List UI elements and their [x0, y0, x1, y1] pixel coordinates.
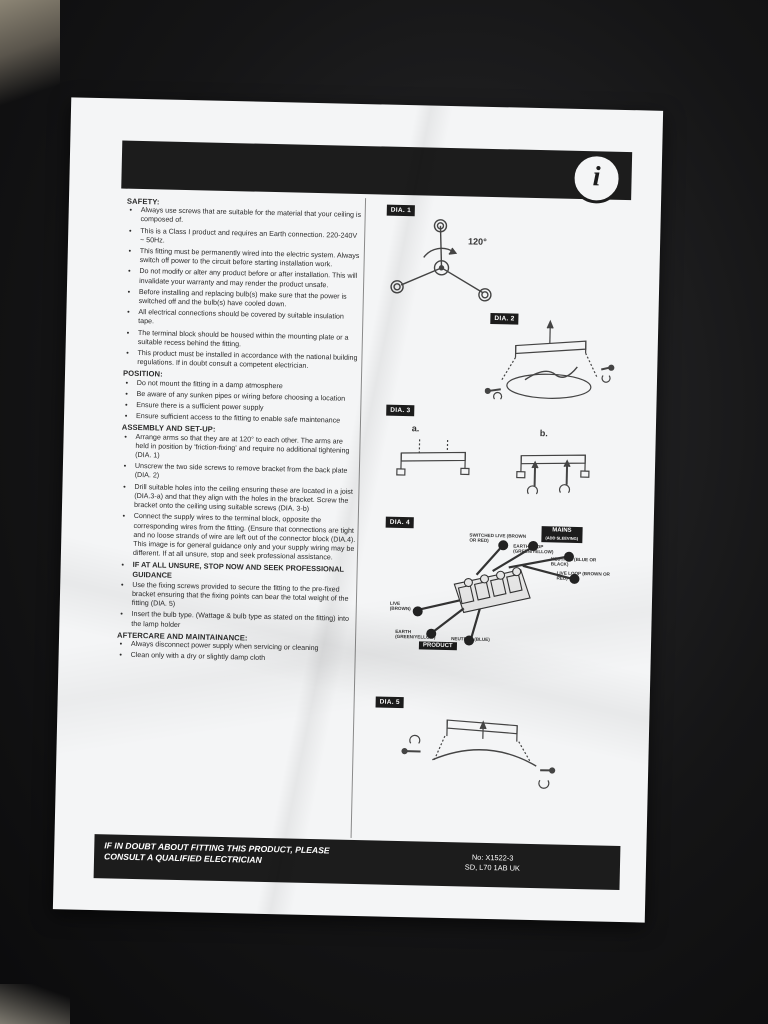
- background-corner: [0, 984, 70, 1024]
- dia3-b-label: b.: [539, 428, 548, 439]
- dia1-angle: 120°: [468, 236, 487, 247]
- list-item: This is a Class I product and requires a…: [140, 227, 362, 250]
- list-item: Do not modify or alter any product befor…: [139, 267, 361, 290]
- list-item: Always use screws that are suitable for …: [140, 206, 362, 229]
- list-item: Insert the bulb type. (Wattage & bulb ty…: [131, 610, 353, 633]
- dia3-a-label: a.: [411, 423, 420, 434]
- reference-number: No: X1522-3: [471, 852, 514, 863]
- list-item: Use the fixing screws provided to secure…: [132, 581, 355, 614]
- footer-reference: No: X1522-3 SD, L70 1AB UK: [465, 853, 520, 873]
- assembly-list: Arrange arms so that they are at 120° to…: [117, 432, 357, 633]
- background-corner: [0, 0, 60, 120]
- dia2-bracket-diagram: [484, 319, 615, 400]
- dia5-fitting-diagram: [401, 719, 556, 789]
- dia3a-bracket-diagram: [396, 439, 470, 476]
- list-item: This fitting must be permanently wired i…: [139, 247, 361, 270]
- dia1-label: DIA. 1: [386, 204, 416, 217]
- dia4-wiring-diagram: MAINS (ADD SLEEVING) SWITCHED LIVE (BROW…: [388, 523, 611, 678]
- list-item: Drill suitable holes into the ceiling en…: [134, 483, 357, 516]
- aftercare-list: Always disconnect power supply when serv…: [117, 640, 353, 666]
- instruction-sheet: i SAFETY: Always use screws that are sui…: [52, 97, 664, 923]
- header-bar: i: [121, 140, 633, 204]
- list-item: Connect the supply wires to the terminal…: [133, 512, 356, 563]
- list-item: Before installing and replacing bulb(s) …: [139, 288, 361, 311]
- dia1-arms-diagram: [390, 219, 492, 302]
- dia3-label: DIA. 3: [386, 404, 415, 417]
- safety-list: Always use screws that are suitable for …: [123, 206, 363, 373]
- dia3b-bracket-diagram: [516, 454, 590, 495]
- info-icon: i: [571, 152, 623, 204]
- warning-item: IF AT ALL UNSURE, STOP NOW AND SEEK PROF…: [132, 560, 354, 583]
- position-list: Do not mount the fitting in a damp atmos…: [122, 378, 359, 426]
- list-item: Arrange arms so that they are at 120° to…: [135, 433, 358, 466]
- list-item: All electrical connections should be cov…: [138, 308, 360, 331]
- footer-message: IF IN DOUBT ABOUT FITTING THIS PRODUCT, …: [103, 840, 330, 865]
- reference-address: SD, L70 1AB UK: [464, 862, 521, 873]
- list-item: Unscrew the two side screws to remove br…: [135, 462, 357, 485]
- list-item: The terminal block should be housed with…: [138, 329, 360, 352]
- footer-bar: IF IN DOUBT ABOUT FITTING THIS PRODUCT, …: [93, 834, 621, 891]
- instructions-text: SAFETY: Always use screws that are suita…: [116, 195, 363, 668]
- list-item: This product must be installed in accord…: [137, 349, 359, 372]
- terminal-block-drawing: [412, 540, 580, 646]
